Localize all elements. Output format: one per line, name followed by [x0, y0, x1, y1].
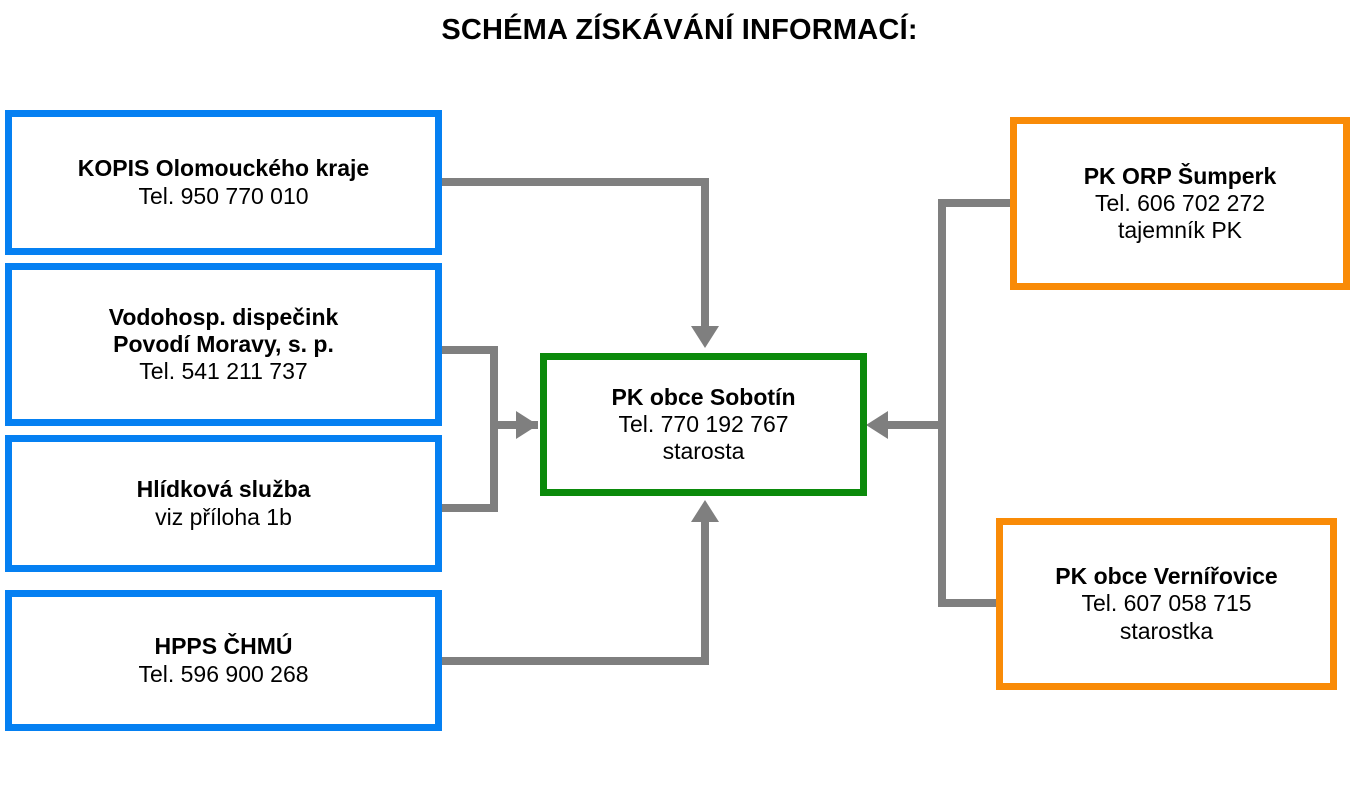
connector-right-bracket-vertical — [938, 199, 946, 607]
node-center-line1: PK obce Sobotín — [611, 383, 796, 410]
node-kopis-line1: KOPIS Olomouckého kraje — [77, 155, 370, 182]
arrow-into-center-bottom — [691, 500, 719, 522]
node-vodohosp-line3: Tel. 541 211 737 — [139, 358, 308, 385]
node-orp-line1: PK ORP Šumperk — [1083, 162, 1277, 189]
node-hpps-line2: Tel. 596 900 268 — [138, 660, 309, 687]
connector-hpps-horizontal — [441, 657, 709, 665]
node-kopis[interactable]: KOPIS Olomouckého kraje Tel. 950 770 010 — [5, 110, 442, 255]
node-hpps-line1: HPPS ČHMÚ — [154, 633, 293, 660]
page-title: SCHÉMA ZÍSKÁVÁNÍ INFORMACÍ: — [441, 14, 918, 46]
node-center-line3: starosta — [662, 438, 745, 465]
connector-kopis-horizontal — [441, 178, 709, 186]
node-center-pk-sobotin[interactable]: PK obce Sobotín Tel. 770 192 767 starost… — [540, 353, 867, 496]
node-orp-line3: tajemník PK — [1118, 217, 1242, 244]
connector-left-bracket-stem — [490, 421, 538, 429]
connector-vodohosp-horizontal — [441, 346, 498, 354]
connector-hlidkova-horizontal — [441, 504, 498, 512]
node-center-line2: Tel. 770 192 767 — [618, 410, 789, 437]
connector-vernirovice-horizontal — [938, 599, 1000, 607]
connector-hpps-vertical — [701, 520, 709, 665]
connector-orp-horizontal — [938, 199, 1013, 207]
arrow-into-center-left — [516, 411, 538, 439]
node-kopis-line2: Tel. 950 770 010 — [138, 182, 309, 209]
node-hpps[interactable]: HPPS ČHMÚ Tel. 596 900 268 — [5, 590, 442, 731]
connector-kopis-vertical — [701, 178, 709, 328]
node-orp-line2: Tel. 606 702 272 — [1094, 189, 1266, 216]
arrow-into-center-right — [866, 411, 888, 439]
node-vernirovice-line1: PK obce Vernířovice — [1055, 563, 1278, 590]
node-vernirovice[interactable]: PK obce Vernířovice Tel. 607 058 715 sta… — [996, 518, 1337, 690]
node-vodohosp-line2: Povodí Moravy, s. p. — [113, 330, 334, 357]
node-hlidkova-line1: Hlídková služba — [136, 476, 311, 503]
node-vernirovice-line2: Tel. 607 058 715 — [1081, 590, 1252, 617]
node-vodohosp[interactable]: Vodohosp. dispečink Povodí Moravy, s. p.… — [5, 263, 442, 426]
connector-right-bracket-stem — [878, 421, 942, 429]
node-vernirovice-line3: starostka — [1119, 617, 1214, 644]
node-hlidkova[interactable]: Hlídková služba viz příloha 1b — [5, 435, 442, 572]
node-vodohosp-line1: Vodohosp. dispečink — [108, 303, 339, 330]
node-hlidkova-line2: viz příloha 1b — [155, 503, 292, 530]
connector-left-bracket-vertical — [490, 346, 498, 512]
arrow-into-center-top — [691, 326, 719, 348]
node-orp-sumperk[interactable]: PK ORP Šumperk Tel. 606 702 272 tajemník… — [1010, 117, 1350, 290]
